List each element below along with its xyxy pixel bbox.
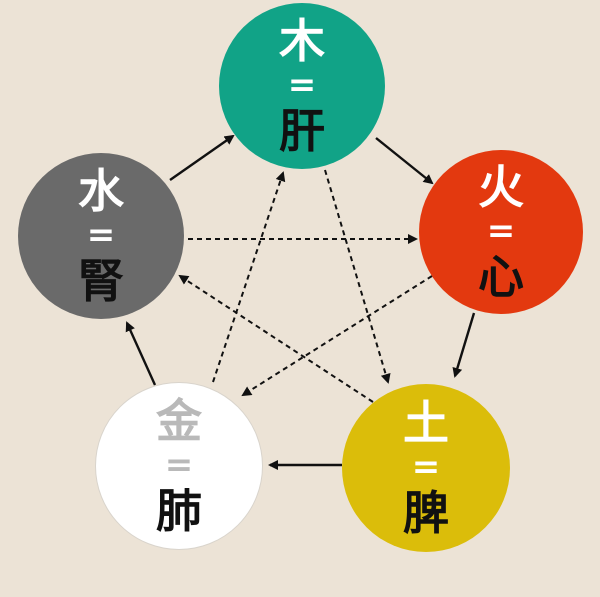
arrow-wood-to-earth	[324, 169, 391, 384]
arrow-earth-to-water	[178, 274, 374, 403]
arrow-fire-to-earth	[452, 312, 476, 378]
element-label: 木	[279, 14, 325, 68]
equals-sign: =	[486, 211, 516, 251]
node-water: 水 = 腎	[18, 153, 184, 319]
node-earth: 土 = 脾	[342, 384, 510, 552]
organ-label: 肺	[156, 484, 202, 538]
organ-label: 腎	[78, 254, 124, 308]
arrow-wood-to-fire	[375, 137, 434, 185]
equals-sign: =	[287, 65, 317, 105]
equals-sign: =	[86, 215, 116, 255]
organ-label: 脾	[403, 486, 449, 540]
element-label: 火	[478, 160, 524, 214]
element-label: 水	[78, 164, 124, 218]
organ-label: 心	[478, 250, 524, 304]
arrow-metal-to-water	[125, 321, 157, 386]
node-wood: 木 = 肝	[219, 3, 385, 169]
arrow-water-to-wood	[169, 134, 235, 181]
organ-label: 肝	[279, 104, 325, 158]
node-fire: 火 = 心	[419, 150, 583, 314]
arrow-metal-to-wood	[212, 171, 286, 383]
element-label: 金	[156, 394, 202, 448]
equals-sign: =	[411, 447, 441, 487]
node-metal: 金 = 肺	[95, 382, 263, 550]
arrow-fire-to-metal	[241, 275, 433, 397]
equals-sign: =	[164, 445, 194, 485]
element-label: 土	[403, 396, 449, 450]
